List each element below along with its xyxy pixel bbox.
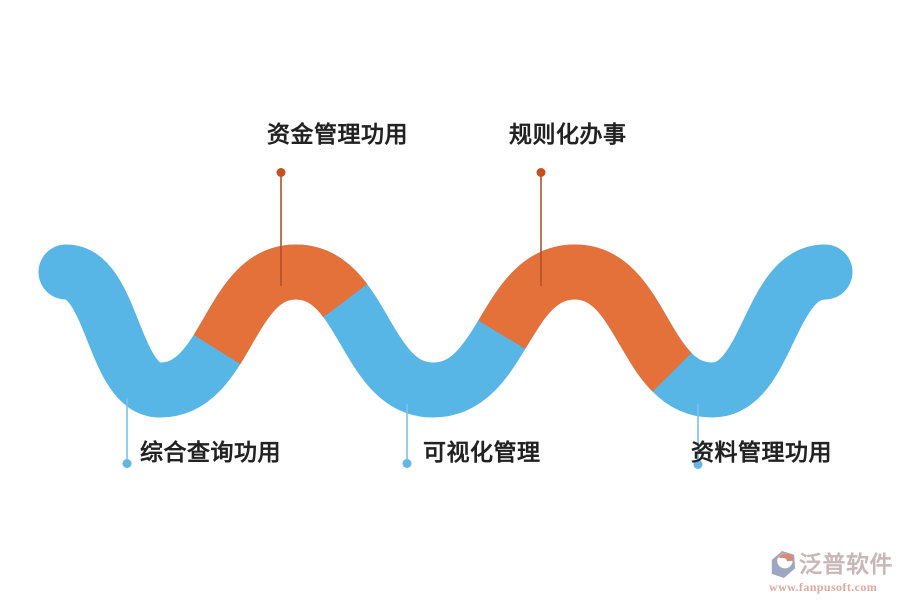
callout-dot-fund [276,168,286,177]
label-data-management: 资料管理功用 [691,439,832,465]
callout-dot-archive [693,460,703,469]
callout-dot-visual [402,459,412,468]
label-visual-management: 可视化管理 [423,439,541,465]
label-comprehensive-query: 综合查询功用 [140,439,281,465]
brand-name: 泛普软件 [799,550,893,577]
callout-dot-query [122,459,132,468]
brand-url: www.fanpusoft.com [769,580,878,594]
brand-watermark: 泛普软件 www.fanpusoft.com [769,549,900,595]
callout-dot-rules [536,168,546,177]
label-fund-management: 资金管理功用 [267,121,408,147]
label-rule-based-work: 规则化办事 [509,121,627,147]
wave-blue-path [38,244,853,418]
fanpu-logo-icon [771,550,796,579]
